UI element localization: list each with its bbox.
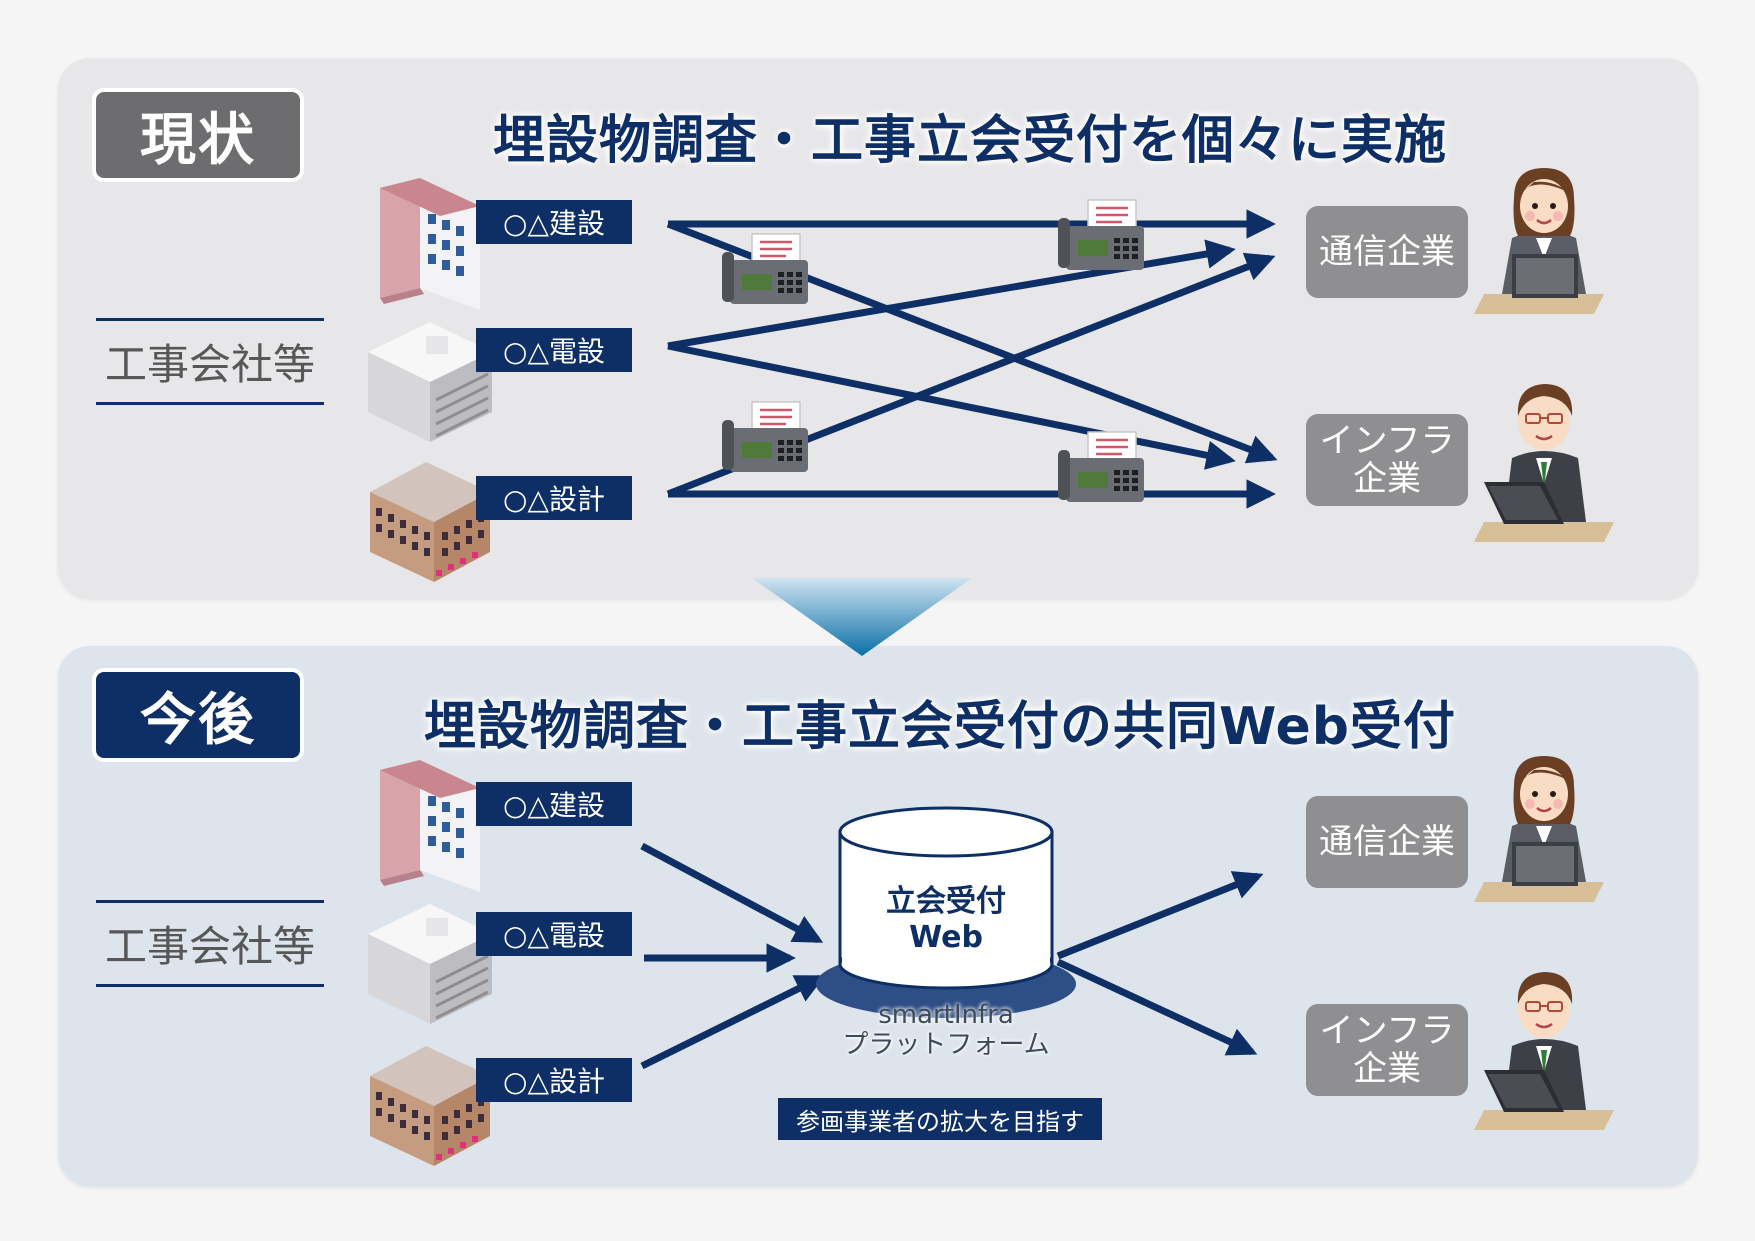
fax-machine-icon bbox=[1056, 198, 1146, 272]
recipient-infra-line2: 企業 bbox=[1353, 459, 1421, 499]
current-state-panel bbox=[58, 58, 1698, 598]
current-state-tag: 現状 bbox=[92, 88, 304, 182]
building-gray-icon bbox=[366, 320, 494, 444]
platform-caption: smartInfra プラットフォーム bbox=[830, 1000, 1062, 1060]
recipient-infra-line1: インフラ bbox=[1319, 1011, 1455, 1051]
future-arrows bbox=[640, 842, 1264, 1070]
arrow-platform-to-telecom bbox=[1056, 871, 1264, 960]
building-pink-icon bbox=[380, 760, 480, 892]
building-brick-icon bbox=[370, 1046, 490, 1166]
database-icon bbox=[816, 806, 1076, 1018]
firm-label-densetsu: ○△電設 bbox=[476, 912, 632, 956]
office-worker-icon bbox=[1472, 970, 1616, 1132]
fax-machine-icon bbox=[720, 400, 810, 474]
platform-title: 立会受付 Web bbox=[840, 884, 1052, 956]
platform-title-line2: Web bbox=[909, 920, 983, 955]
office-worker-icon bbox=[1472, 382, 1616, 544]
building-brick-icon bbox=[370, 462, 490, 582]
firm-label-kensetsu: ○△建設 bbox=[476, 200, 632, 244]
building-gray-icon bbox=[366, 902, 494, 1026]
fax-machine-icon bbox=[720, 232, 810, 306]
transition-arrow-icon bbox=[752, 578, 972, 656]
firm-label-densetsu: ○△電設 bbox=[476, 328, 632, 372]
firm-label-sekkei: ○△設計 bbox=[476, 476, 632, 520]
platform-title-line1: 立会受付 bbox=[886, 884, 1006, 919]
arrow-kensetsu-to-platform bbox=[640, 842, 824, 944]
recipient-infra: インフラ 企業 bbox=[1306, 1004, 1468, 1096]
building-pink-icon bbox=[380, 178, 480, 310]
recipient-infra-line1: インフラ bbox=[1319, 421, 1455, 461]
arrow-platform-to-infra bbox=[1056, 958, 1258, 1056]
firm-label-sekkei: ○△設計 bbox=[476, 1058, 632, 1102]
recipient-telecom: 通信企業 bbox=[1306, 796, 1468, 888]
office-worker-icon bbox=[1472, 754, 1606, 904]
arrow-sekkei-to-platform bbox=[640, 974, 826, 1070]
future-state-tag: 今後 bbox=[92, 668, 304, 762]
goal-banner: 参画事業者の拡大を目指す bbox=[778, 1098, 1102, 1140]
current-headline: 埋設物調査・工事立会受付を個々に実施 bbox=[492, 111, 1447, 171]
future-headline: 埋設物調査・工事立会受付の共同Web受付 bbox=[424, 697, 1456, 757]
firm-label-kensetsu: ○△建設 bbox=[476, 782, 632, 826]
construction-companies-label: 工事会社等 bbox=[96, 900, 324, 987]
platform-caption-line2: プラットフォーム bbox=[842, 1030, 1050, 1060]
recipient-infra: インフラ 企業 bbox=[1306, 414, 1468, 506]
recipient-telecom: 通信企業 bbox=[1306, 206, 1468, 298]
platform-caption-line1: smartInfra bbox=[878, 1000, 1014, 1030]
fax-machine-icon bbox=[1056, 430, 1146, 504]
construction-companies-label: 工事会社等 bbox=[96, 318, 324, 405]
office-worker-icon bbox=[1472, 166, 1606, 316]
recipient-infra-line2: 企業 bbox=[1353, 1049, 1421, 1089]
